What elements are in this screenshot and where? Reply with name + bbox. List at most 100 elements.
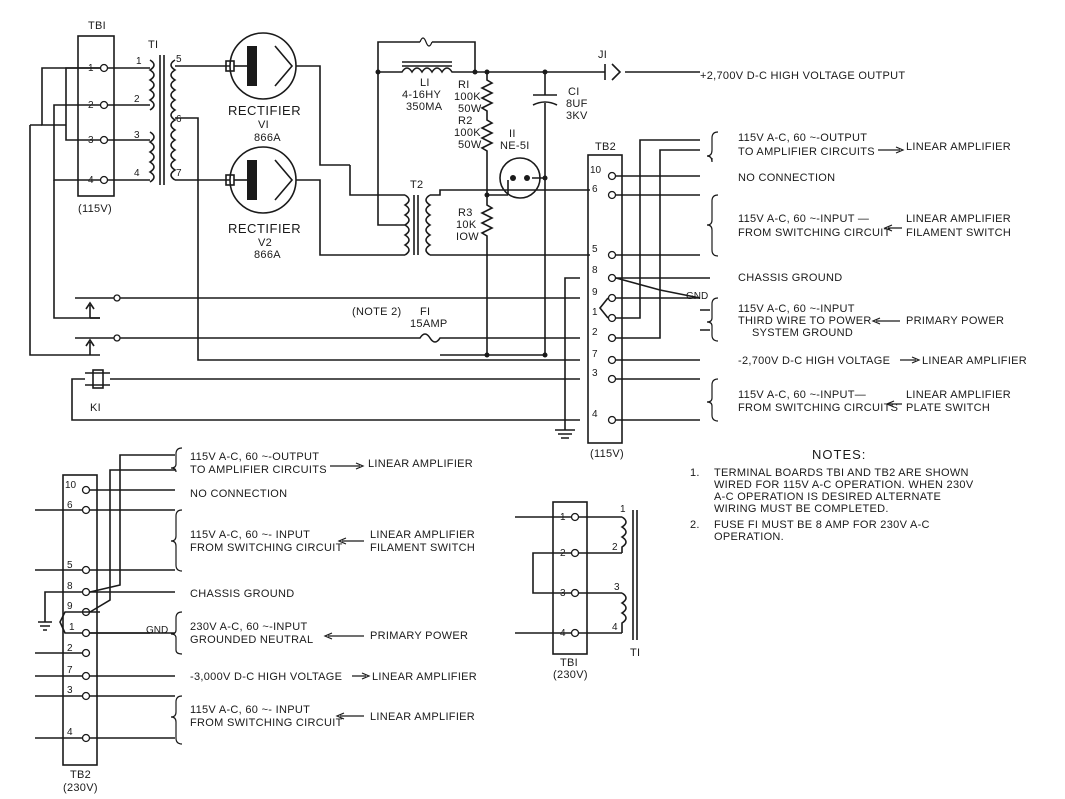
- j1-label: JI: [598, 49, 607, 61]
- j1-output-jack: [600, 63, 700, 81]
- note1-line1: TERMINAL BOARDS TBI AND TB2 ARE SHOWN: [714, 467, 969, 479]
- r-primary-line1: 115V A-C, 60 ~-INPUT: [738, 303, 855, 315]
- arrow-filament-main: [883, 224, 902, 232]
- b-filament-line2: FROM SWITCHING CIRCUIT: [190, 542, 343, 554]
- tb1-230v-terminal-board: [515, 501, 622, 655]
- b-filament-dest2: FILAMENT SWITCH: [370, 542, 475, 554]
- tb2b-num-1: 1: [69, 622, 75, 633]
- r-no-connection: NO CONNECTION: [738, 172, 835, 184]
- tb1b-num-1: 1: [560, 512, 566, 523]
- right-braces: [706, 131, 719, 422]
- r-primary-line3: SYSTEM GROUND: [752, 327, 853, 339]
- tb1-terminal-board: [29, 35, 150, 356]
- note1-line2: WIRED FOR 115V A-C OPERATION. WHEN 230V: [714, 479, 974, 491]
- b-plate-dest: LINEAR AMPLIFIER: [370, 711, 475, 723]
- r-plate-dest2: PLATE SWITCH: [906, 402, 990, 414]
- t1-num-2: 2: [134, 94, 140, 105]
- r-plate-line1: 115V A-C, 60 ~-INPUT—: [738, 389, 866, 401]
- r3-watt: IOW: [456, 231, 479, 243]
- tb2b-gnd-label: GND: [146, 625, 168, 636]
- tb2-num-10: 10: [590, 165, 602, 176]
- r-output-line1: 115V A-C, 60 ~-OUTPUT: [738, 132, 867, 144]
- switch-and-fuse-lines: [75, 294, 580, 355]
- arrow-filament-bottom: [337, 537, 364, 545]
- l1-name: LI: [420, 77, 430, 89]
- note1-number: 1.: [690, 467, 700, 479]
- arrow-primary-bottom: [323, 632, 364, 640]
- k1-relay: [71, 369, 580, 421]
- arrow-out-main: [878, 146, 905, 154]
- r-plate-dest1: LINEAR AMPLIFIER: [906, 389, 1011, 401]
- t1-num-7: 7: [176, 168, 182, 179]
- v2-type: 866A: [254, 249, 281, 261]
- tb2b-num-10: 10: [65, 480, 77, 491]
- arrow-hv-bottom: [352, 672, 371, 680]
- b-plate-line1: 115V A-C, 60 ~- INPUT: [190, 704, 310, 716]
- t2-label: T2: [410, 179, 423, 191]
- tb2b-num-5: 5: [67, 560, 73, 571]
- rectifier-v2-tube: [225, 146, 405, 256]
- b-primary-line2: GROUNDED NEUTRAL: [190, 634, 313, 646]
- b-chassis-ground: CHASSIS GROUND: [190, 588, 294, 600]
- c1-capacitor: [532, 72, 558, 358]
- r3-value: 10K: [456, 219, 477, 231]
- note2-label: (NOTE 2): [352, 306, 401, 318]
- note1-line3: A-C OPERATION IS DESIRED ALTERNATE: [714, 491, 941, 503]
- l1-choke: [375, 37, 600, 226]
- t1-transformer: [148, 55, 580, 361]
- b-hv-label: -3,000V D-C HIGH VOLTAGE: [190, 671, 342, 683]
- b-no-connection: NO CONNECTION: [190, 488, 287, 500]
- r-filament-line2: FROM SWITCHING CIRCUIT: [738, 227, 891, 239]
- tb1b-label: TBI: [560, 657, 578, 669]
- b-primary-dest: PRIMARY POWER: [370, 630, 468, 642]
- arrow-plate-bottom: [335, 712, 364, 720]
- note2-number: 2.: [690, 519, 700, 531]
- r1-name: RI: [458, 79, 470, 91]
- t1-num-5: 5: [176, 54, 182, 65]
- tb2-num-3: 3: [592, 368, 598, 379]
- rectifier-v1-tube: [225, 32, 350, 166]
- r-output-dest: LINEAR AMPLIFIER: [906, 141, 1011, 153]
- arrow-out-bottom: [330, 462, 365, 470]
- tb2-num-1: 1: [592, 307, 598, 318]
- note2-line1: FUSE FI MUST BE 8 AMP FOR 230V A-C: [714, 519, 930, 531]
- tb2-num-7: 7: [592, 349, 598, 360]
- tb2b-voltage-label: (230V): [63, 782, 98, 794]
- b-filament-dest1: LINEAR AMPLIFIER: [370, 529, 475, 541]
- t1-num-3: 3: [134, 130, 140, 141]
- i1-type: NE-5I: [500, 140, 530, 152]
- tb2b-num-3: 3: [67, 685, 73, 696]
- tb2-num-6: 6: [592, 184, 598, 195]
- r-hv-label: -2,700V D-C HIGH VOLTAGE: [738, 355, 890, 367]
- t1-label: TI: [148, 39, 158, 51]
- resistor-string: [440, 72, 545, 358]
- tb2b-num-4: 4: [67, 727, 73, 738]
- r-primary-dest: PRIMARY POWER: [906, 315, 1004, 327]
- r-filament-dest2: FILAMENT SWITCH: [906, 227, 1011, 239]
- t1b-label: TI: [630, 647, 640, 659]
- ne51-indicator-lamp: [499, 157, 545, 199]
- tb2-num-4: 4: [592, 409, 598, 420]
- v2-title: RECTIFIER: [228, 221, 301, 236]
- tb1b-num-4: 4: [560, 628, 566, 639]
- t1-230v-transformer: [620, 510, 638, 640]
- t1b-num-4: 4: [612, 622, 618, 633]
- r3-name: R3: [458, 207, 473, 219]
- l1-current: 350MA: [406, 101, 443, 113]
- tb2-num-5: 5: [592, 244, 598, 255]
- tb2-230v-terminal-board: [35, 454, 175, 766]
- v1-name: VI: [258, 119, 269, 131]
- tb1-num-1: 1: [88, 63, 94, 74]
- v2-name: V2: [258, 237, 272, 249]
- note1-line4: WIRING MUST BE COMPLETED.: [714, 503, 889, 515]
- tb2-label: TB2: [595, 141, 616, 153]
- r1-watt: 50W: [458, 103, 482, 115]
- b-output-line2: TO AMPLIFIER CIRCUITS: [190, 464, 327, 476]
- t1b-num-2: 2: [612, 542, 618, 553]
- l1-value: 4-16HY: [402, 89, 441, 101]
- r2-watt: 50W: [458, 139, 482, 151]
- tb2b-num-6: 6: [67, 500, 73, 511]
- t1b-num-3: 3: [614, 582, 620, 593]
- tb2b-num-7: 7: [67, 665, 73, 676]
- b-output-line1: 115V A-C, 60 ~-OUTPUT: [190, 451, 319, 463]
